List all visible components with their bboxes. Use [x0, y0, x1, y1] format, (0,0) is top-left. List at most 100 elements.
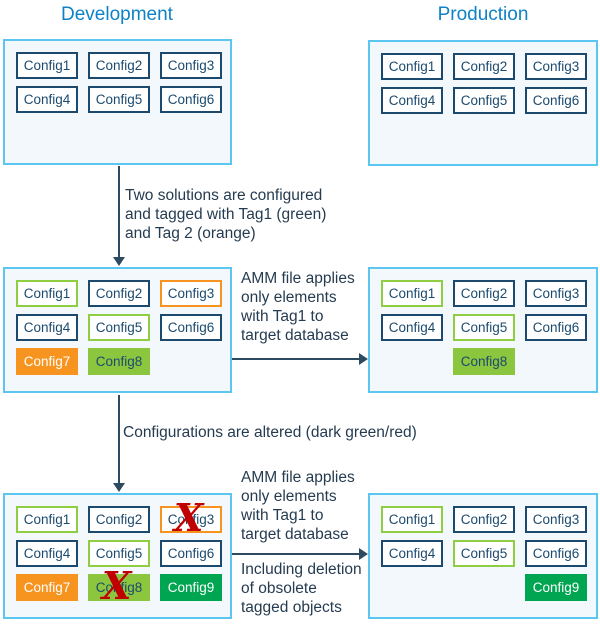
config-box-config5: Config5: [88, 86, 150, 113]
config-box-config2: Config2: [88, 506, 150, 533]
config-box-config6: Config6: [160, 540, 222, 567]
config-label: Config5: [460, 93, 508, 108]
config-label: Config3: [532, 512, 580, 527]
deletion-annotation: Including deletion of obsolete tagged obje…: [241, 560, 362, 617]
config-label: Config4: [388, 320, 436, 335]
config-label: Config6: [532, 93, 580, 108]
config-box-config3: Config3: [525, 506, 587, 533]
arrow-head-icon: [113, 483, 125, 492]
config-box-config9: Config9: [160, 574, 222, 601]
right-arrow-apply-middle: [232, 353, 368, 365]
config-label: Config3: [167, 286, 215, 301]
annotation-line: Including deletion: [241, 561, 362, 578]
config-label: Config6: [167, 92, 215, 107]
annotation-line: tagged objects: [241, 599, 342, 616]
config-label: Config7: [23, 580, 71, 595]
annotation-line: of obsolete: [241, 580, 317, 597]
config-label: Config1: [388, 59, 436, 74]
config-label: Config3: [167, 58, 215, 73]
config-label: Config2: [95, 286, 143, 301]
config-box-config1: Config1: [16, 280, 78, 307]
config-box-config4: Config4: [381, 87, 443, 114]
config-label: Config2: [95, 58, 143, 73]
down-arrow-tagging: [113, 166, 125, 266]
config-box-config6: Config6: [525, 540, 587, 567]
config-box-config1: Config1: [381, 280, 443, 307]
arrow-shaft: [118, 166, 120, 258]
config-label: Config3: [167, 512, 215, 527]
config-label: Config5: [95, 320, 143, 335]
arrow-shaft: [232, 553, 360, 555]
config-box-config1: Config1: [381, 506, 443, 533]
config-box-config6: Config6: [160, 314, 222, 341]
config-box-config9: Config9: [525, 574, 587, 601]
config-label: Config1: [388, 512, 436, 527]
config-box-config2: Config2: [453, 280, 515, 307]
config-box-config4: Config4: [16, 540, 78, 567]
config-label: Config7: [23, 354, 71, 369]
config-label: Config6: [532, 546, 580, 561]
config-label: Config9: [167, 580, 215, 595]
config-box-config2: Config2: [88, 280, 150, 307]
config-label: Config1: [23, 58, 71, 73]
config-label: Config1: [23, 286, 71, 301]
config-box-config3: Config3: [160, 280, 222, 307]
config-label: Config2: [95, 512, 143, 527]
red-x-mark: X: [173, 495, 204, 540]
config-label: Config6: [167, 546, 215, 561]
annotation-line: and Tag 2 (orange): [125, 225, 256, 242]
config-box-config6: Config6: [525, 87, 587, 114]
red-x-mark: X: [101, 563, 132, 608]
arrow-shaft: [118, 395, 120, 484]
config-box-config2: Config2: [453, 506, 515, 533]
development-title: Development: [61, 4, 173, 25]
config-label: Config4: [388, 546, 436, 561]
annotation-line: only elements: [241, 488, 337, 505]
config-label: Config4: [23, 546, 71, 561]
config-label: Config8: [95, 580, 143, 595]
config-label: Config5: [95, 92, 143, 107]
config-label: Config4: [23, 320, 71, 335]
config-box-config4: Config4: [381, 314, 443, 341]
config-box-config5: Config5: [453, 314, 515, 341]
production-title: Production: [437, 4, 529, 25]
config-box-config4: Config4: [16, 86, 78, 113]
config-box-config5: Config5: [453, 540, 515, 567]
annotation-line: only elements: [241, 289, 337, 306]
config-label: Config9: [532, 580, 580, 595]
config-box-config7: Config7: [16, 574, 78, 601]
config-box-config2: Config2: [88, 52, 150, 79]
config-box-config2: Config2: [453, 53, 515, 80]
arrow-head-icon: [359, 353, 368, 365]
config-box-config4: Config4: [16, 314, 78, 341]
config-label: Config1: [388, 286, 436, 301]
config-label: Config5: [460, 546, 508, 561]
config-label: Config2: [460, 59, 508, 74]
arrow-head-icon: [113, 257, 125, 266]
arrow-shaft: [232, 358, 360, 360]
config-box-config7: Config7: [16, 348, 78, 375]
config-box-config1: Config1: [16, 52, 78, 79]
arrow-head-icon: [359, 548, 368, 560]
config-box-config1: Config1: [381, 53, 443, 80]
config-label: Config8: [95, 354, 143, 369]
config-box-config8: Config8: [88, 348, 150, 375]
annotation-line: and tagged with Tag1 (green): [125, 206, 327, 223]
config-box-config5: Config5: [453, 87, 515, 114]
config-box-config3: Config3: [160, 52, 222, 79]
annotation-line: target database: [241, 526, 349, 543]
annotation-line: AMM file applies: [241, 270, 355, 287]
config-label: Config2: [460, 512, 508, 527]
